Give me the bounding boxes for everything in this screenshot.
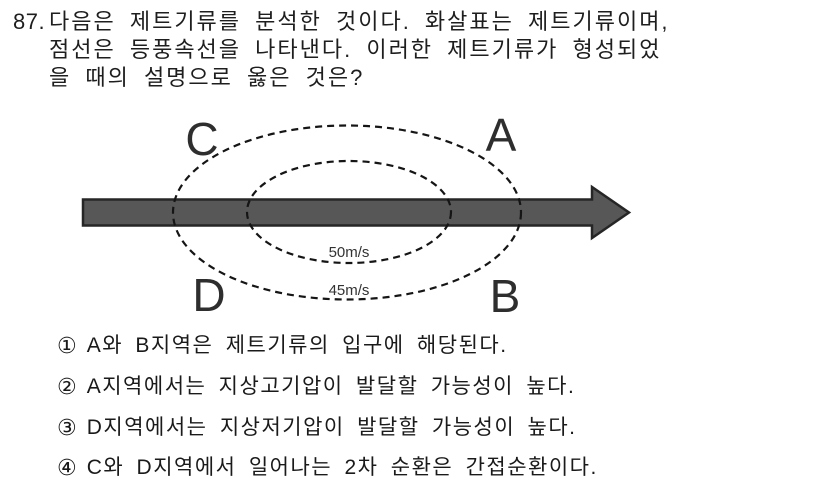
question-line-text: 을 때의 설명으로 옳은 것은? [49, 65, 365, 90]
choice-marker: ① [57, 333, 77, 358]
region-label-a: A [486, 110, 517, 161]
question-block: 87. 다음은 제트기류를 분석한 것이다. 화살표는 제트기류이며, 점선은 … [13, 8, 670, 92]
isotach-label-inner: 50m/s [329, 244, 370, 261]
question-line: 87. 다음은 제트기류를 분석한 것이다. 화살표는 제트기류이며, [13, 8, 670, 36]
region-label-c: C [185, 113, 218, 165]
choice-option-2[interactable]: ② A지역에서는 지상고기압이 발달할 가능성이 높다. [57, 375, 575, 399]
choice-option-4[interactable]: ④ C와 D지역에서 일어나는 2차 순환은 간접순환이다. [57, 456, 598, 480]
question-line-text: 다음은 제트기류를 분석한 것이다. 화살표는 제트기류이며, [49, 9, 670, 34]
choice-marker: ② [57, 374, 77, 399]
choice-option-3[interactable]: ③ D지역에서는 지상저기압이 발달할 가능성이 높다. [57, 416, 576, 440]
choice-marker: ④ [57, 455, 77, 480]
isotach-label-outer: 45m/s [329, 282, 370, 299]
choice-text: C와 D지역에서 일어나는 2차 순환은 간접순환이다. [86, 456, 598, 479]
choice-marker: ③ [57, 415, 77, 440]
jet-stream-diagram: C A D B 50m/s 45m/s [81, 110, 632, 322]
jet-stream-arrow-icon [81, 184, 632, 241]
question-number: 87. [13, 9, 46, 34]
choice-text: A와 B지역은 제트기류의 입구에 해당된다. [86, 334, 508, 357]
region-label-d: D [192, 269, 225, 321]
choice-option-1[interactable]: ① A와 B지역은 제트기류의 입구에 해당된다. [57, 334, 508, 358]
choice-text: A지역에서는 지상고기압이 발달할 가능성이 높다. [86, 375, 576, 398]
choice-text: D지역에서는 지상저기압이 발달할 가능성이 높다. [86, 416, 577, 439]
isotach-inner-ellipse [245, 159, 453, 265]
question-line-text: 점선은 등풍속선을 나타낸다. 이러한 제트기류가 형성되었 [49, 37, 662, 62]
region-label-b: B [490, 270, 521, 322]
isotach-outer-ellipse [171, 124, 523, 301]
